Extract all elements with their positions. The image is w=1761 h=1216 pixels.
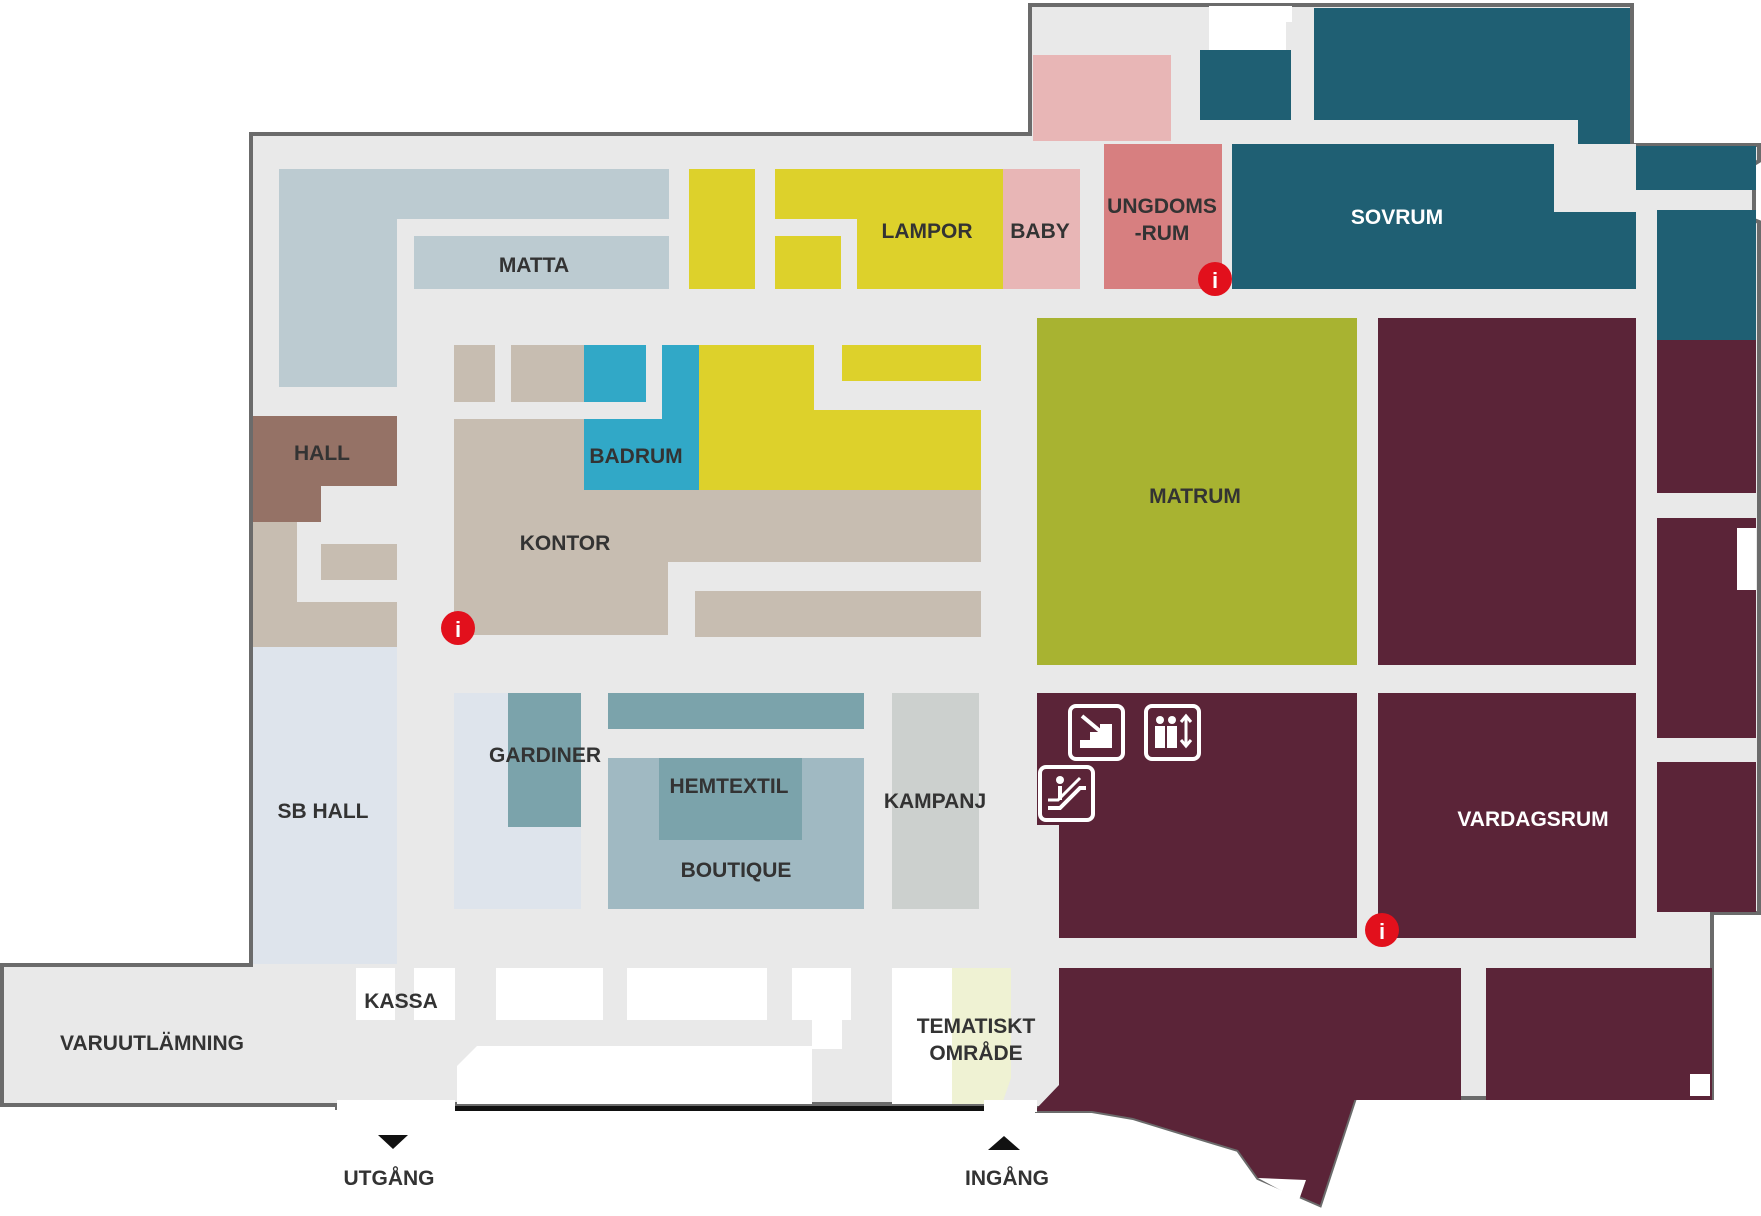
- entrance-gap-left: [337, 1100, 455, 1112]
- label-kampanj: KAMPANJ: [884, 790, 986, 813]
- zone-white-b: [627, 968, 767, 1020]
- label-tematiskt-line2: OMRÅDE: [929, 1041, 1022, 1065]
- label-ungdoms-line2: -RUM: [1135, 222, 1190, 245]
- zone-lampor-a: [689, 169, 755, 289]
- info-icon-glyph: i: [455, 617, 461, 642]
- zone-kontor-lower: [695, 591, 981, 637]
- label-tematiskt-line1: TEMATISKT: [917, 1015, 1036, 1038]
- zone-white-bottom: [457, 1019, 842, 1104]
- zone-vardag-corner: [1037, 1085, 1461, 1205]
- entrance-gap-right: [984, 1100, 1037, 1112]
- zone-sb-hall: [253, 647, 397, 964]
- zone-hemtextil: [659, 758, 802, 840]
- zone-vardag-right-a: [1657, 340, 1756, 493]
- zone-hall-lower: [253, 486, 321, 522]
- entrance-arrow-icon: [988, 1136, 1020, 1150]
- stairs-icon[interactable]: [1068, 704, 1125, 761]
- zone-lampor: [857, 169, 1005, 289]
- label-vardagsrum: VARDAGSRUM: [1457, 808, 1608, 831]
- zone-vardag-corner-white: [1258, 1178, 1306, 1200]
- info-icon-glyph: i: [1379, 919, 1385, 944]
- zone-baby-upper: [1033, 55, 1171, 141]
- zone-kampanj: [892, 693, 979, 909]
- zone-vardagsrum: [1378, 693, 1636, 938]
- storefront-line: [455, 1106, 984, 1111]
- zone-vardag-right-c: [1657, 762, 1756, 912]
- info-icon[interactable]: i: [441, 611, 475, 645]
- zone-kassa-b: [414, 968, 455, 1020]
- zone-baby: [1003, 169, 1080, 289]
- zone-sovrum-top-b: [1314, 8, 1630, 120]
- zone-vardag-bottom-white: [1690, 1074, 1710, 1096]
- info-icon[interactable]: i: [1365, 913, 1399, 947]
- zone-tematiskt-white: [892, 968, 952, 1104]
- zone-vardag-bottom-b: [1486, 968, 1712, 1100]
- zone-kassa-a: [356, 968, 395, 1020]
- zone-hall-beige-b: [253, 602, 397, 647]
- zone-yellow-mid-b: [699, 410, 981, 490]
- zone-lampor-c: [775, 236, 841, 289]
- label-sb-hall: SB HALL: [278, 800, 369, 823]
- zone-hall: [253, 416, 397, 486]
- zone-white-c: [792, 968, 851, 1020]
- label-lampor: LAMPOR: [882, 220, 973, 243]
- label-kontor: KONTOR: [520, 532, 611, 555]
- zone-white-a: [496, 968, 603, 1020]
- info-icon[interactable]: i: [1198, 262, 1232, 296]
- zone-hall-beige-c: [321, 544, 397, 580]
- escalator-icon[interactable]: [1038, 765, 1095, 822]
- label-matrum: MATRUM: [1149, 485, 1241, 508]
- label-utgang: UTGÅNG: [344, 1166, 435, 1190]
- label-gardiner: GARDINER: [489, 744, 601, 767]
- zone-matta: [414, 236, 669, 289]
- zone-ungdomsrum: [1104, 144, 1222, 289]
- zone-kontor-small-a: [454, 345, 495, 402]
- label-boutique: BOUTIQUE: [681, 859, 792, 882]
- zone-kontor-small-b: [511, 345, 584, 402]
- white-cutout-top-small: [1262, 6, 1292, 22]
- zone-matrum: [1037, 318, 1357, 665]
- zone-badrum: [584, 419, 699, 490]
- zone-yellow-mid-c: [842, 345, 981, 381]
- label-matta: MATTA: [499, 254, 569, 277]
- label-kassa: KASSA: [364, 990, 438, 1013]
- elevator-icon[interactable]: [1144, 704, 1201, 761]
- zone-kontor-wide: [454, 489, 981, 562]
- zone-badrum-top: [584, 345, 646, 402]
- label-badrum: BADRUM: [589, 445, 682, 468]
- label-hemtextil: HEMTEXTIL: [670, 775, 789, 798]
- label-ungdoms-line1: UNGDOMS: [1107, 195, 1217, 218]
- label-varuutlamning: VARUUTLÄMNING: [60, 1032, 244, 1055]
- exit-arrow-icon: [378, 1135, 408, 1149]
- zone-vardag-top: [1378, 318, 1636, 665]
- info-icon-glyph: i: [1212, 268, 1218, 293]
- label-baby: BABY: [1010, 220, 1070, 243]
- zone-sovrum-right-c: [1657, 210, 1756, 340]
- zone-sovrum-notch: [1554, 144, 1636, 212]
- zone-boutique-top: [608, 693, 864, 729]
- zone-vardag-mid-notch: [1037, 825, 1059, 938]
- label-hall: HALL: [294, 442, 350, 465]
- zone-gardiner: [508, 693, 581, 827]
- zone-vardag-bottom-a: [1059, 968, 1461, 1100]
- zone-vardag-right-white: [1737, 528, 1756, 590]
- label-ingang: INGÅNG: [965, 1166, 1049, 1190]
- label-sovrum: SOVRUM: [1351, 206, 1443, 229]
- zone-matta-vertical: [279, 169, 397, 387]
- zone-tematiskt: [952, 968, 1011, 1104]
- zone-sovrum-top-a: [1200, 50, 1291, 120]
